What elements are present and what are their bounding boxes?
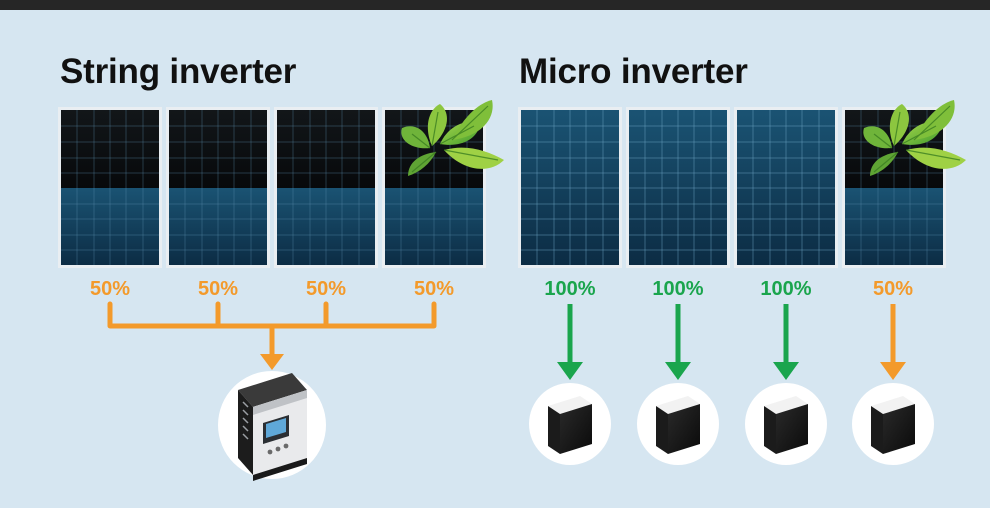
panel-output-label: 100% [652, 278, 703, 300]
string-connector-lines [107, 301, 437, 359]
panel-output-label: 50% [90, 278, 130, 300]
micro-inverter-unit-icon [745, 383, 827, 465]
top-bar [0, 0, 990, 10]
arrow-down-icon [880, 304, 906, 380]
panel-output-label: 100% [544, 278, 595, 300]
micro-inverter-title: Micro inverter [519, 52, 748, 91]
micro-inverter-group: 100% 100% 100% 50% [518, 100, 966, 465]
arrow-down-icon [665, 304, 691, 380]
arrow-down-icon [557, 304, 583, 380]
string-inverter-title: String inverter [60, 52, 297, 91]
leaves-shade-icon [401, 100, 504, 176]
string-inverter-group: 50% 50% 50% 50% [58, 100, 504, 481]
leaves-shade-icon [863, 100, 966, 176]
panel-output-label: 50% [873, 278, 913, 300]
panel-output-label: 50% [198, 278, 238, 300]
solar-panel-full-sun [734, 107, 838, 268]
solar-panel-shaded [274, 107, 378, 268]
string-inverter-box-icon [218, 371, 326, 481]
panel-output-label: 100% [760, 278, 811, 300]
arrow-down-icon [260, 354, 284, 370]
solar-panel-full-sun [626, 107, 730, 268]
panel-output-label: 50% [414, 278, 454, 300]
solar-panel-shaded [166, 107, 270, 268]
micro-inverter-unit-icon [637, 383, 719, 465]
micro-inverter-unit-icon [852, 383, 934, 465]
solar-panel-shaded [58, 107, 162, 268]
solar-panel-full-sun [518, 107, 622, 268]
panel-output-label: 50% [306, 278, 346, 300]
micro-inverter-unit-icon [529, 383, 611, 465]
arrow-down-icon [773, 304, 799, 380]
